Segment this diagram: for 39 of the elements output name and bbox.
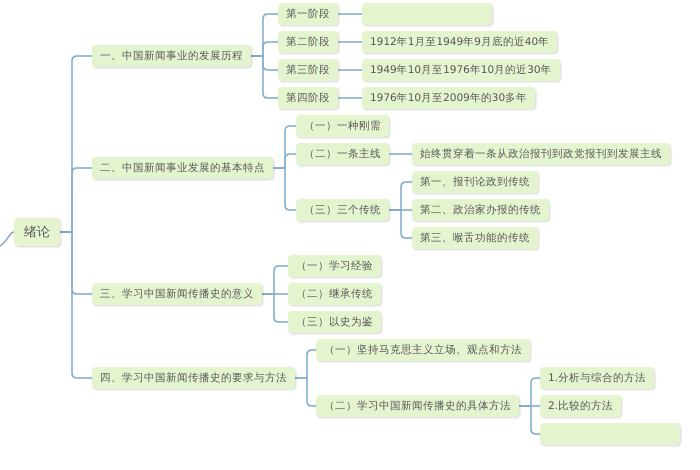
- topic-box: 1949年10月至1976年10月的近30年: [362, 59, 560, 81]
- empty-topic-box: [362, 3, 492, 25]
- topic-box: 第一、报刊论政到传统: [412, 171, 538, 193]
- topic-box: （一）坚持马克思主义立场、观点和方法: [316, 339, 530, 361]
- topic-box: 1.分析与综合的方法: [540, 367, 654, 389]
- root-topic: 绪论: [14, 218, 60, 246]
- topic-box: 四、学习中国新闻传播史的要求与方法: [92, 367, 295, 389]
- connector-line: [273, 167, 296, 211]
- topic-box: 第三阶段: [278, 59, 338, 81]
- topic-box: （一）一种刚需: [296, 115, 389, 137]
- topic-box: 1912年1月至1949年9月底的近40年: [362, 31, 558, 53]
- topic-box: 三、学习中国新闻传播史的意义: [92, 283, 262, 305]
- topic-box: 2.比较的方法: [540, 395, 622, 417]
- connector-line: [0, 231, 14, 247]
- connector-line: [295, 377, 316, 407]
- connector-line: [338, 97, 362, 99]
- topic-box: 一、中国新闻事业的发展历程: [92, 45, 251, 67]
- topic-box: 第二、政治家办报的传统: [412, 199, 549, 221]
- topic-box: 二、中国新闻事业发展的基本特点: [92, 157, 273, 179]
- topic-box: 第一阶段: [278, 3, 338, 25]
- empty-topic-box: [540, 423, 680, 445]
- topic-box: （二）一条主线: [296, 143, 389, 165]
- topic-box: 1976年10月至2009年的30多年: [362, 87, 536, 109]
- topic-box: （二）继承传统: [288, 283, 381, 305]
- connector-line: [338, 69, 362, 71]
- connector-line: [389, 209, 412, 239]
- connector-line: [389, 153, 412, 155]
- topic-box: （一）学习经验: [288, 255, 381, 277]
- topic-box: 始终贯穿着一条从政治报刊到政党报刊到发展主线: [412, 143, 670, 165]
- connector-line: [60, 231, 92, 379]
- connector-line: [338, 13, 362, 15]
- topic-box: （二）学习中国新闻传播史的具体方法: [316, 395, 519, 417]
- topic-box: （三）三个传统: [296, 199, 389, 221]
- topic-box: 第三、喉舌功能的传统: [412, 227, 538, 249]
- topic-box: （三）以史为鉴: [288, 311, 381, 333]
- topic-box: 第四阶段: [278, 87, 338, 109]
- connector-line: [338, 41, 362, 43]
- connector-line: [519, 405, 540, 435]
- topic-box: 第二阶段: [278, 31, 338, 53]
